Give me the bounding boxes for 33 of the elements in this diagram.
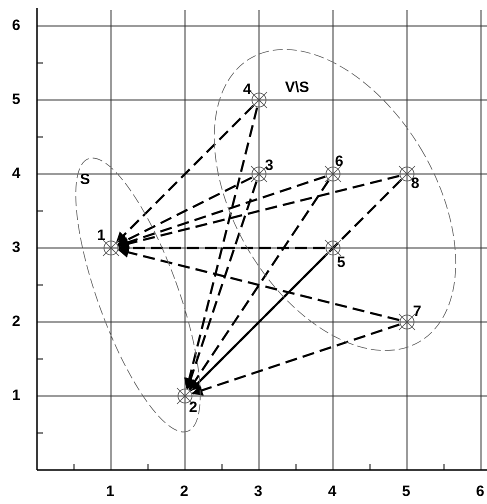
arrow: [116, 104, 254, 244]
axis-tick-label: 3: [12, 240, 20, 255]
arrow: [190, 178, 402, 392]
arrow: [185, 181, 258, 390]
set-label: V\S: [285, 80, 310, 95]
axis-tick-label: 5: [402, 484, 410, 499]
axis-tick-label: 1: [12, 388, 20, 403]
arrow: [118, 175, 326, 248]
axis-tick-label: 4: [328, 484, 336, 499]
axis-tick-label: 2: [12, 314, 20, 329]
vertex-number: 7: [413, 304, 422, 319]
vertex-number: 5: [337, 255, 346, 270]
arrow: [117, 176, 252, 246]
vertex-number: 6: [335, 154, 344, 169]
arrow: [188, 180, 330, 390]
arrow: [118, 247, 400, 322]
arrow: [118, 242, 325, 254]
axis-tick-label: 2: [180, 484, 188, 499]
axis-tick-label: 5: [12, 92, 20, 107]
vertex-number: 1: [97, 228, 106, 243]
arrow: [118, 174, 400, 249]
vertex-number: 3: [265, 158, 274, 173]
axis-tick-label: 6: [12, 18, 20, 33]
axis-tick-label: 4: [12, 166, 20, 181]
axis-tick-label: 6: [476, 484, 484, 499]
vertex-number: 4: [243, 82, 252, 97]
set-label: S: [80, 172, 90, 187]
axis-tick-label: 1: [106, 484, 114, 499]
axis-tick-label: 3: [254, 484, 262, 499]
arrow: [184, 108, 258, 390]
arrow: [192, 323, 400, 396]
vertex-number: 8: [411, 176, 420, 191]
vertex-number: 2: [189, 400, 198, 415]
